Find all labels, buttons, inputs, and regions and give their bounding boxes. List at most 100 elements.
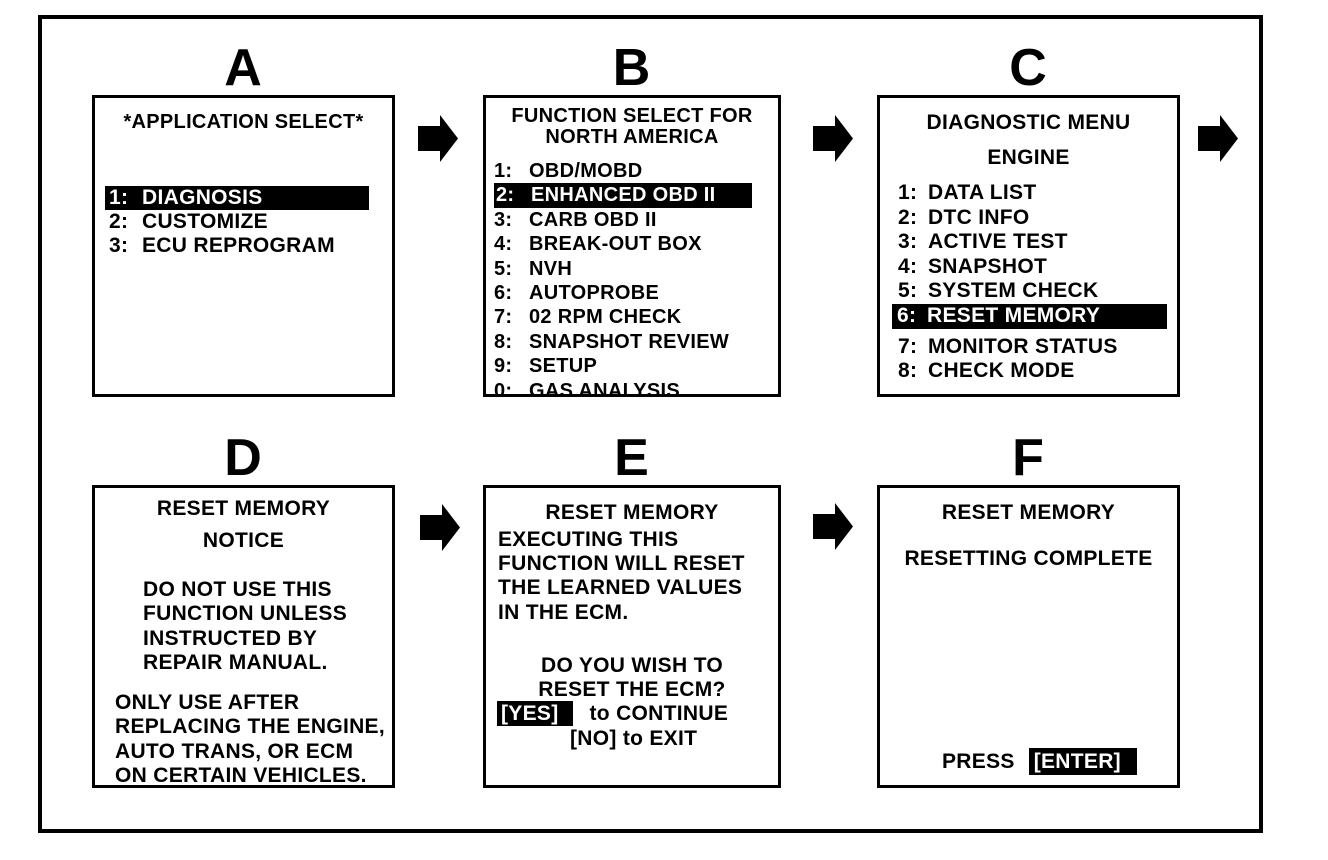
screen-function-select: FUNCTION SELECT FOR NORTH AMERICA 1: OBD/… (483, 95, 781, 397)
menu-item-label: SETUP (529, 355, 598, 378)
menu-item: 2: CUSTOMIZE (95, 210, 392, 234)
screen-title-line2: NOTICE (202, 529, 285, 552)
menu-item-label: CARB OBD II (529, 208, 657, 231)
screen-title-line2: ENGINE (987, 146, 1070, 169)
menu-item-number: 7: (494, 306, 513, 329)
menu-item: 8:CHECK MODE (880, 359, 1177, 384)
screen-title-line1: DIAGNOSTIC MENU (926, 111, 1131, 134)
step-letter-c: C (1009, 39, 1048, 97)
menu-item: 1:DATA LIST (880, 181, 1177, 206)
press-label: PRESS (942, 750, 1015, 773)
warning-text-line: EXECUTING THIS (498, 528, 679, 551)
menu-item-label: 02 RPM CHECK (529, 306, 682, 329)
menu-item: 8: SNAPSHOT REVIEW (486, 330, 778, 354)
menu-item: 5:NVH (486, 257, 778, 281)
prompt-text-line: RESET THE ECM? (538, 678, 726, 702)
menu-item-number: 2: (496, 184, 515, 207)
menu-item-number: 4: (494, 233, 513, 256)
notice-paragraph: ONLY USE AFTER REPLACING THE ENGINE, AUT… (95, 691, 392, 788)
menu-item-number: 9: (494, 355, 513, 378)
status-text: RESETTING COMPLETE (904, 547, 1153, 570)
menu-item-label: DATA LIST (928, 181, 1037, 204)
step-letter-b: B (612, 39, 652, 97)
menu-item-label: OBD/MOBD (529, 160, 643, 182)
menu-item: 3: CARB OBD II (486, 208, 778, 232)
flow-arrow-right-icon (1198, 115, 1238, 162)
screen-title: *APPLICATION SELECT* (123, 111, 364, 133)
menu-item-number: 3: (494, 208, 513, 231)
menu-item-label: BREAK-OUT BOX (529, 233, 702, 256)
menu-item: 4: SNAPSHOT (880, 255, 1177, 280)
notice-text-line: ONLY USE AFTER (115, 691, 300, 715)
flow-arrow-right-icon (420, 504, 460, 551)
menu-item: 5:SYSTEM CHECK (880, 279, 1177, 304)
step-letter-f: F (1012, 429, 1045, 487)
menu-item-label: DIAGNOSIS (142, 186, 263, 209)
menu-item-number: 6: (494, 282, 513, 305)
enter-key-highlight: [ENTER] (1028, 748, 1137, 775)
yes-option-text: to CONTINUE (589, 702, 729, 726)
menu-item-number: 2: (109, 210, 129, 233)
menu-item-number: 3: (109, 234, 129, 257)
screen-title-line1: FUNCTION SELECT FOR (511, 105, 753, 127)
confirm-prompt: DO YOU WISH TO RESET THE ECM? [YES] to CO… (486, 654, 778, 751)
menu-item: 7: 02 RPM CHECK (486, 305, 778, 329)
notice-text-line: ON CERTAIN VEHICLES. (115, 764, 367, 788)
step-letter-a: A (224, 39, 263, 97)
warning-text-line: THE LEARNED VALUES (498, 576, 743, 600)
notice-text-line: REPLACING THE ENGINE, (115, 715, 385, 739)
screen-reset-memory-confirm: RESET MEMORY EXECUTING THIS FUNCTION WIL… (483, 485, 781, 788)
warning-paragraph: EXECUTING THIS FUNCTION WILL RESET THE L… (486, 528, 778, 625)
menu-item-selected: 1: DIAGNOSIS (105, 186, 369, 210)
menu-item: 4: BREAK-OUT BOX (486, 232, 778, 256)
screen-application-select: *APPLICATION SELECT* 1: DIAGNOSIS 2: CUSTO… (92, 95, 395, 397)
screen-title-line1: RESET MEMORY (156, 497, 331, 520)
warning-text-line: IN THE ECM. (498, 600, 629, 624)
step-letter-d: D (224, 429, 263, 487)
menu-item-number: 4: (898, 254, 918, 278)
flow-arrow-right-icon (418, 115, 458, 162)
menu-item-number: 1: (109, 186, 129, 209)
menu-item-label: GAS ANALYSIS (529, 379, 681, 397)
screen-reset-complete: RESET MEMORY RESETTING COMPLETE PRESS [EN… (877, 485, 1180, 788)
notice-text-line: REPAIR MANUAL. (143, 650, 328, 674)
screen-reset-memory-notice: RESET MEMORY NOTICE DO NOT USE THIS FUNC… (92, 485, 395, 788)
menu-item-label: SNAPSHOT (928, 254, 1048, 278)
menu-item-label: CUSTOMIZE (142, 210, 268, 233)
menu-item-number: 5: (898, 279, 918, 303)
menu-item-label: AUTOPROBE (529, 282, 660, 305)
menu-list: 1: OBD/MOBD 2: ENHANCED OBD II 3: CARB OBD … (486, 159, 778, 397)
menu-item-label: ACTIVE TEST (928, 230, 1068, 254)
menu-item-label: SNAPSHOT REVIEW (529, 330, 730, 353)
menu-item: 3:ACTIVE TEST (880, 230, 1177, 255)
menu-item-label: MONITOR STATUS (928, 334, 1118, 358)
menu-item-label: ECU REPROGRAM (142, 234, 335, 257)
step-letter-e: E (614, 429, 650, 487)
warning-text-line: FUNCTION WILL RESET (498, 552, 745, 576)
menu-item-number: 7: (898, 334, 918, 358)
menu-item-number: 8: (494, 330, 513, 353)
menu-item-number: 8: (898, 359, 918, 383)
prompt-text-line: DO YOU WISH TO (541, 653, 723, 677)
yes-key-highlight: [YES] (497, 701, 573, 727)
screen-title: RESET MEMORY (941, 501, 1116, 524)
menu-item-number: 0: (494, 379, 513, 397)
notice-paragraph: DO NOT USE THIS FUNCTION UNLESS INSTRUCT… (95, 578, 392, 675)
notice-text-line: DO NOT USE THIS (143, 578, 332, 601)
menu-item: 0: GAS ANALYSIS (486, 379, 778, 397)
menu-item-number: 5: (494, 257, 513, 280)
menu-item: 9: SETUP (486, 354, 778, 378)
menu-item: 1: OBD/MOBD (486, 159, 778, 183)
menu-item-label: DTC INFO (928, 205, 1030, 229)
menu-item-selected: 2: ENHANCED OBD II (494, 183, 752, 208)
menu-item-label: ENHANCED OBD II (531, 184, 716, 207)
flow-arrow-right-icon (813, 503, 853, 550)
menu-item: 6: AUTOPROBE (486, 281, 778, 305)
menu-item-number: 2: (898, 205, 918, 229)
notice-text-line: AUTO TRANS, OR ECM (115, 739, 354, 763)
menu-item-number: 1: (494, 160, 513, 182)
notice-text-line: FUNCTION UNLESS (143, 602, 347, 626)
screen-title-line2: NORTH AMERICA (545, 126, 719, 148)
notice-text-line: INSTRUCTED BY (143, 626, 318, 650)
